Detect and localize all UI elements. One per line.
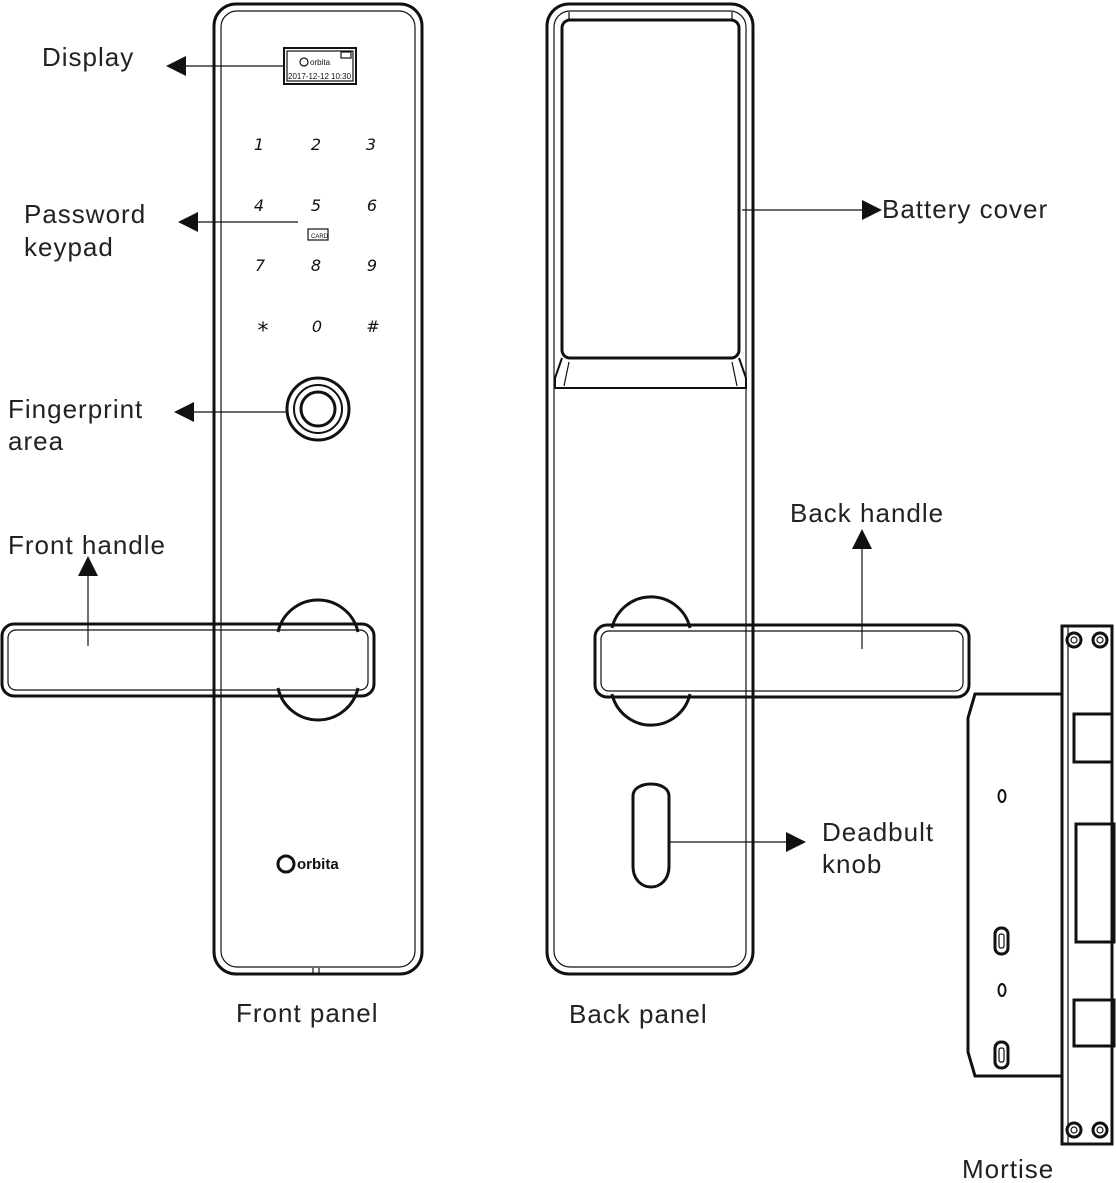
label-deadbolt-line1: Deadbult <box>822 817 934 847</box>
card-reader-icon: CARD <box>307 228 329 241</box>
auxiliary-bolt <box>1072 998 1116 1048</box>
screen-date: 2017-12-12 <box>288 72 329 81</box>
spindle-hole <box>993 926 1010 956</box>
key-5: 5 <box>311 196 321 215</box>
back-panel-outer <box>545 2 755 976</box>
label-battery-cover: Battery cover <box>882 194 1048 224</box>
back-handle <box>593 623 971 699</box>
arrow-right-icon <box>786 832 806 852</box>
key-2: 2 <box>311 135 321 154</box>
key-star: * <box>258 319 269 344</box>
logo-text: orbita <box>297 856 339 873</box>
label-display: Display <box>42 42 134 72</box>
label-password-line1: Password <box>24 199 146 229</box>
latch-bolt <box>1072 712 1114 764</box>
arrow-left-icon <box>174 402 194 422</box>
arrow-up-icon <box>78 556 98 576</box>
card-label: CARD <box>311 234 329 240</box>
screen-brand: orbita <box>310 58 331 67</box>
arrow-left-icon <box>166 56 186 76</box>
mortise-hole <box>997 983 1007 997</box>
screen-time: 10:30 <box>331 72 352 81</box>
screw-icon <box>1091 631 1109 649</box>
label-fingerprint-line1: Fingerprint <box>8 394 143 424</box>
front-panel-inner <box>220 10 416 968</box>
key-0: 0 <box>312 317 322 336</box>
key-6: 6 <box>367 196 377 215</box>
label-front-handle: Front handle <box>8 530 166 560</box>
screw-icon <box>1065 631 1083 649</box>
fingerprint-sensor <box>285 376 351 442</box>
battery-cover <box>554 12 747 389</box>
deadbolt-knob <box>631 782 671 889</box>
mortise-body <box>966 692 1064 1078</box>
back-panel <box>545 2 971 976</box>
key-7: 7 <box>255 256 266 275</box>
mortise <box>966 624 1116 1146</box>
back-panel-inner <box>553 10 747 968</box>
dead-bolt <box>1074 822 1116 944</box>
mortise-faceplate <box>1060 624 1114 1146</box>
battery-indicator-icon <box>340 51 352 59</box>
arrow-left-icon <box>178 212 198 232</box>
label-deadbolt-line2: knob <box>822 849 882 879</box>
cylinder-hole <box>993 1040 1010 1070</box>
label-fingerprint-line2: area <box>8 426 64 456</box>
key-9: 9 <box>367 256 377 275</box>
orbita-logo: orbita <box>276 854 339 874</box>
label-back-handle: Back handle <box>790 498 944 528</box>
arrow-right-icon <box>862 200 882 220</box>
mortise-hole <box>997 789 1007 803</box>
captions: Front panel Back panel Mortise <box>236 998 1054 1183</box>
key-1: 1 <box>254 135 264 154</box>
front-panel: orbita 2017-12-12 10:30 1 2 3 4 5 6 7 8 … <box>0 2 424 976</box>
labels: Display Password keypad Fingerprint area… <box>8 42 1048 879</box>
password-keypad: 1 2 3 4 5 6 7 8 9 * 0 # CARD <box>254 135 380 344</box>
arrow-up-icon <box>852 529 872 549</box>
label-password-line2: keypad <box>24 232 114 262</box>
key-4: 4 <box>254 196 264 215</box>
caption-mortise: Mortise <box>962 1154 1054 1183</box>
key-3: 3 <box>366 135 376 154</box>
key-hash: # <box>366 317 379 336</box>
front-handle <box>0 622 376 698</box>
front-rosette <box>276 598 360 633</box>
front-panel-outer <box>212 2 424 976</box>
display-screen: orbita 2017-12-12 10:30 <box>283 47 357 85</box>
key-8: 8 <box>311 256 321 275</box>
screw-icon <box>1065 1121 1083 1139</box>
logo-ring-icon <box>276 854 296 874</box>
screw-icon <box>1091 1121 1109 1139</box>
caption-front-panel: Front panel <box>236 998 379 1028</box>
callouts <box>78 56 882 852</box>
caption-back-panel: Back panel <box>569 999 708 1029</box>
